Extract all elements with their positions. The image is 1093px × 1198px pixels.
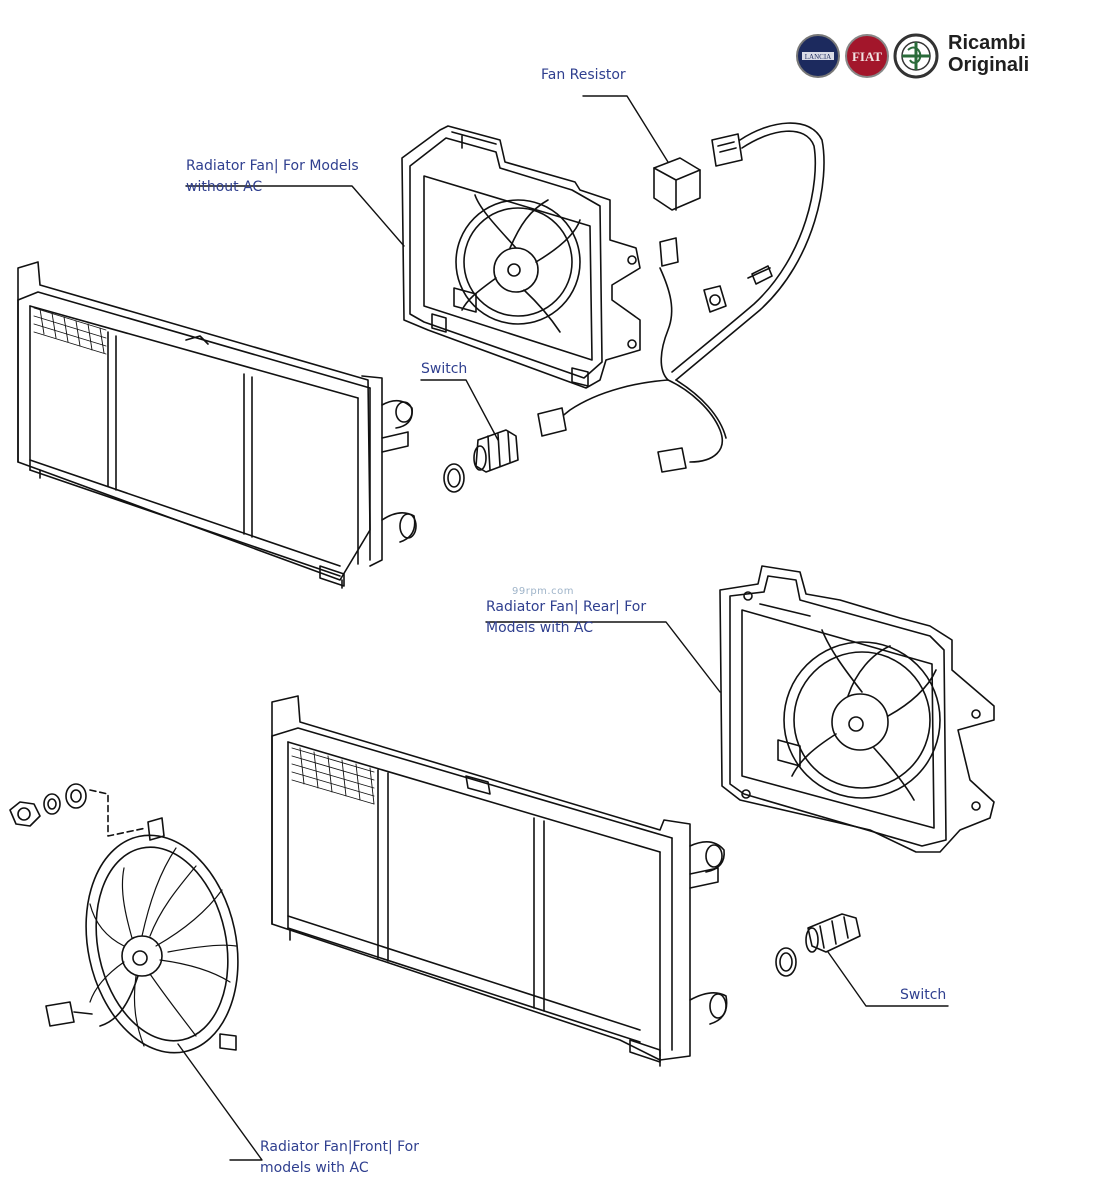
brand-line-2: Originali xyxy=(948,54,1030,76)
radiator-fan-no-ac xyxy=(401,125,641,389)
label-fan-front-line-1: Radiator Fan|Front| For xyxy=(260,1139,420,1155)
switch-bottom xyxy=(775,913,861,977)
leader-fan-resistor xyxy=(582,95,669,163)
leader-fan-rear xyxy=(485,621,721,693)
label-radiator-fan-rear: Radiator Fan| Rear| For Models with AC xyxy=(486,597,646,639)
radiator-bottom xyxy=(271,695,728,1067)
switch-top xyxy=(443,429,519,493)
lancia-logo: LANCIA xyxy=(796,34,840,78)
label-fan-rear-line-2: Models with AC xyxy=(486,620,594,636)
fiat-logo: FIAT xyxy=(845,34,889,78)
fiat-logo-text: FIAT xyxy=(852,49,882,64)
label-fan-front-line-2: models with AC xyxy=(260,1160,369,1176)
label-fan-no-ac-line-1: Radiator Fan| For Models xyxy=(186,158,359,174)
brand-logo-block: LANCIA FIAT Ricambi Originali xyxy=(796,30,1046,82)
leader-lines xyxy=(177,95,949,1161)
label-switch-top-text: Switch xyxy=(421,361,468,377)
brand-emblems: LANCIA FIAT xyxy=(796,33,939,79)
lancia-logo-text: LANCIA xyxy=(805,53,831,61)
radiator-top xyxy=(17,261,417,589)
label-fan-resistor-text: Fan Resistor xyxy=(541,67,626,83)
brand-line-1: Ricambi xyxy=(948,32,1026,54)
leader-fan-front xyxy=(177,1043,263,1161)
label-fan-no-ac-line-2: without AC xyxy=(186,179,263,195)
watermark: 99rpm.com xyxy=(512,586,574,597)
label-switch-top: Switch xyxy=(421,359,467,380)
leader-fan-no-ac xyxy=(185,185,405,247)
label-radiator-fan-no-ac: Radiator Fan| For Models without AC xyxy=(186,156,359,198)
leader-switch-top xyxy=(420,379,499,441)
brand-wordmark: Ricambi Originali xyxy=(948,32,1029,76)
label-switch-bottom-text: Switch xyxy=(900,987,947,1003)
label-radiator-fan-front: Radiator Fan|Front| For models with AC xyxy=(260,1137,419,1179)
alfa-romeo-logo xyxy=(893,33,939,79)
label-fan-resistor: Fan Resistor xyxy=(541,65,626,86)
leader-switch-bottom xyxy=(827,951,949,1007)
label-switch-bottom: Switch xyxy=(900,985,946,1006)
radiator-fan-rear-ac xyxy=(719,565,995,853)
radiator-fan-front-ac xyxy=(9,783,239,1054)
wiring-harness xyxy=(537,122,825,473)
label-fan-rear-line-1: Radiator Fan| Rear| For xyxy=(486,599,647,615)
